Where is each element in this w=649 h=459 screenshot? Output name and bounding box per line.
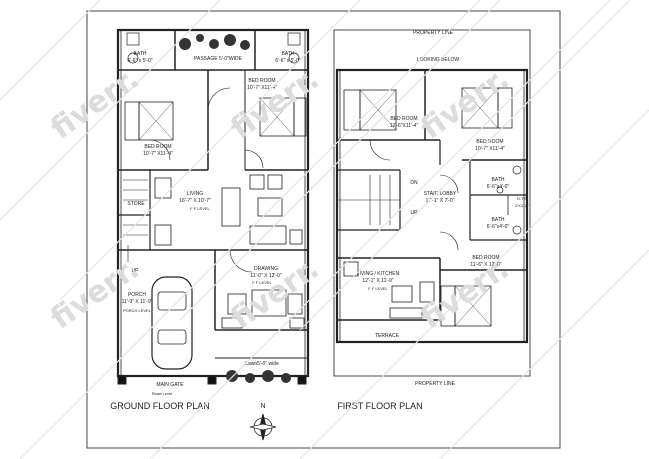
ff-bed-right-name: BED ROOM <box>476 139 503 145</box>
ground-floor-title: GROUND FLOOR PLAN <box>110 401 210 411</box>
ff-bath-upper-name: BATH <box>492 177 505 183</box>
gf-living-level: F F LEVEL <box>190 206 210 211</box>
gf-porch-level: PORCH LEVEL <box>123 308 152 313</box>
ff-level: F F LEVEL <box>368 286 388 291</box>
gf-drawing-level: F F LEVEL <box>252 280 272 285</box>
ff-dts-name: D.T.S <box>517 196 527 201</box>
gf-lawn: Lawn5'-0" wide <box>245 361 279 367</box>
ff-up: UP <box>411 210 419 216</box>
gf-drawing-dim: 11'-0" X 12'-0" <box>250 273 281 279</box>
ff-living-kitchen-dim: 12'-1" X 11'-9" <box>362 278 393 284</box>
watermark-2: fiverr. <box>225 61 326 146</box>
gf-porch-dim: 11'-9" X 11'-9" <box>122 299 153 305</box>
ff-property-line-bottom: PROPERTY LINE <box>415 381 455 387</box>
plants-top-icon <box>179 34 250 50</box>
gf-bath1-name: BATH <box>134 51 147 57</box>
ff-bath-upper-dim: 6'-6"x4'-0" <box>487 184 510 190</box>
ff-dts-dim: 2'X1'-6" <box>515 203 529 208</box>
ff-bed-right-dim: 10'-7" X11'-4" <box>475 146 505 152</box>
gf-living-name: LIVING <box>187 191 204 197</box>
ff-bed-left-name: BED ROOM <box>390 116 417 122</box>
ground-floor-plan <box>116 28 310 385</box>
watermark-1: fiverr. <box>45 61 146 146</box>
gf-store: STORE <box>127 201 145 207</box>
gf-main-gate: MAIN GATE <box>156 382 184 388</box>
ff-terrace: TERRACE <box>375 333 400 339</box>
ff-bed-left-dim: 12'-6"X11'-4" <box>390 123 419 129</box>
ff-bath-lower-name: BATH <box>492 217 505 223</box>
watermark-3: fiverr. <box>415 61 516 146</box>
sheet-border <box>86 10 561 449</box>
ff-bed-lower-name: BED ROOM <box>472 255 499 261</box>
gf-porch-name: PORCH <box>128 292 146 298</box>
north-label: N <box>260 403 265 410</box>
gf-bed-left-name: BED ROOM <box>144 144 171 150</box>
gf-bed-left-dim: 10'-7" X11'-4" <box>143 151 173 157</box>
gf-bath1-dim: 6'-6" x 5'-0" <box>127 58 152 64</box>
plants-lawn-icon <box>226 370 291 383</box>
ff-living-kitchen-name: LIVING / KITCHEN <box>357 271 400 277</box>
gf-bed-upper-dim: 10'-7" X11'-4" <box>247 85 277 91</box>
ff-bed-lower-dim: 11'-6" X 12'-0" <box>470 262 501 268</box>
north-arrow-icon <box>249 413 277 441</box>
gf-bath2-dim: 6'-6" x 5'-0" <box>275 58 300 64</box>
gf-bed-upper-name: BED ROOM <box>248 78 275 84</box>
gf-bath2-name: BATH <box>282 51 295 57</box>
gf-living-dim: 16'-7" X 10'-7" <box>179 198 211 204</box>
gf-up: UP <box>132 268 140 274</box>
watermark-6: fiverr. <box>415 251 516 336</box>
gf-passage: PASSAGE 5'-0"WIDE <box>194 56 243 62</box>
ff-bath-lower-dim: 6'-6"x4'-0" <box>487 224 510 230</box>
ff-property-line-top: PROPERTY LINE <box>413 30 453 36</box>
first-floor-title: FIRST FLOOR PLAN <box>337 401 422 411</box>
ff-stair-lobby-name: STAIR LOBBY <box>424 191 457 197</box>
first-floor-plan <box>333 29 531 377</box>
ff-dn: DN <box>410 180 418 186</box>
ff-stair-lobby-dim: 17'-1" X 7'-0" <box>426 198 455 204</box>
gf-road-level: Road Level <box>152 391 172 396</box>
gf-drawing-name: DRAWING <box>254 266 278 272</box>
ff-looking-below: LOOKING BELOW <box>417 57 460 63</box>
